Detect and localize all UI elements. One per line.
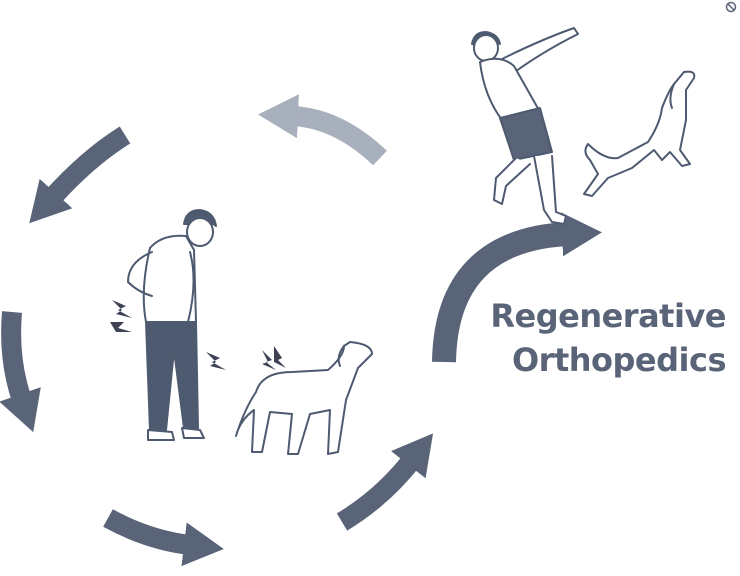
active-man-leg-front: [533, 155, 567, 225]
headline: Regenerative Orthopedics: [490, 294, 726, 382]
man-shirt: [142, 234, 197, 323]
curved-arrow-icon: [103, 509, 224, 567]
active-man-throwing-arm: [499, 27, 579, 75]
curved-arrow-icon: [258, 94, 387, 166]
active-man-shorts: [499, 107, 553, 161]
man-arm-on-back: [127, 251, 153, 297]
man-shoe-left: [147, 429, 175, 441]
active-man-illustration: [471, 27, 579, 225]
headline-line-1: Regenerative: [490, 297, 726, 335]
injured-man-illustration: [127, 209, 217, 441]
curved-arrow-icon: [336, 433, 434, 531]
leaping-dog-ear: [669, 83, 675, 109]
man-front-arm: [187, 251, 195, 323]
lightning-bolt-icon: [112, 300, 132, 318]
man-head: [186, 217, 214, 247]
lightning-bolt-icon: [110, 322, 132, 332]
active-man-head: [473, 34, 499, 62]
headline-line-2: Orthopedics: [511, 341, 727, 379]
man-pants: [145, 321, 199, 431]
cycle-arrows: [0, 94, 602, 567]
curved-arrow-icon: [432, 212, 602, 363]
lightning-bolt-icon: [274, 346, 286, 368]
lightning-bolt-icon: [262, 350, 276, 370]
pain-marks-dog: [262, 346, 286, 370]
dog-body: [235, 341, 373, 455]
leaping-dog-body: [583, 70, 696, 197]
dog-ear: [337, 345, 345, 367]
leaping-dog-illustration: [583, 70, 696, 197]
pain-marks-man: [110, 300, 226, 370]
injured-dog-illustration: [235, 341, 373, 455]
no-sign-icon: [725, 1, 737, 13]
man-shoe-right: [181, 427, 205, 439]
curved-arrow-icon: [0, 311, 41, 433]
active-man-leg-back: [493, 157, 531, 205]
lightning-bolt-icon: [206, 352, 226, 370]
curved-arrow-icon: [29, 126, 131, 224]
